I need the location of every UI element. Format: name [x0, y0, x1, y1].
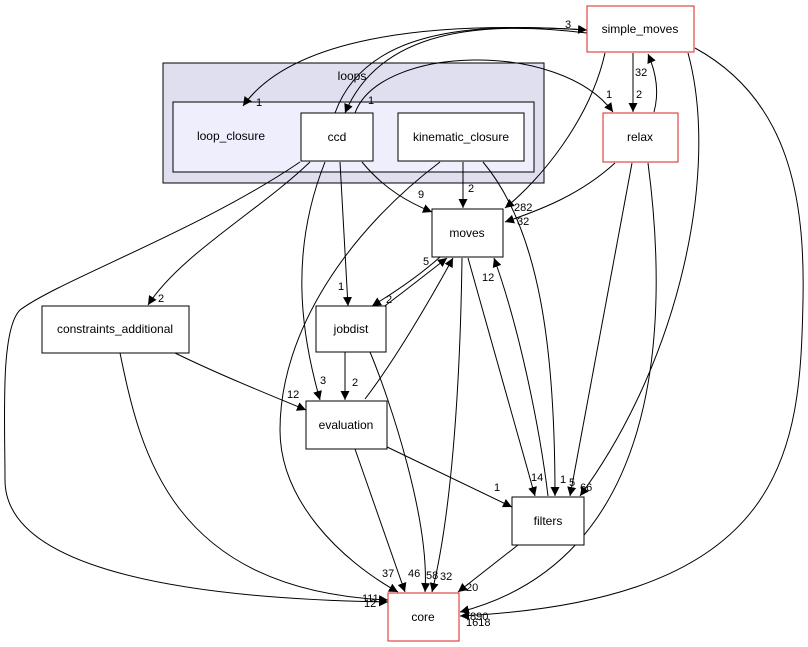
node-jobdist-label: jobdist — [333, 322, 369, 336]
edge-evaluation-moves — [364, 257, 454, 400]
edge-label: 14 — [531, 472, 543, 484]
node-core-label: core — [411, 610, 435, 624]
edge-label: 890 — [470, 611, 488, 623]
node-ccd[interactable]: ccd — [300, 112, 374, 162]
node-relax[interactable]: relax — [602, 112, 679, 163]
edge-moves-jobdist — [371, 256, 441, 307]
edge-kinematic-closure-core — [279, 161, 441, 593]
edge-label: 20 — [466, 582, 478, 594]
edge-label: 3 — [565, 19, 571, 31]
node-core[interactable]: core — [387, 592, 460, 642]
edge-label: 1 — [338, 281, 344, 293]
node-loop-closure[interactable]: loop_closure — [197, 129, 265, 143]
node-ccd-label: ccd — [328, 130, 347, 144]
edge-simple-moves-loop-closure — [242, 27, 588, 107]
edge-label: 1 — [560, 474, 566, 486]
edge-label: 2 — [636, 89, 642, 101]
node-constraints-additional-label: constraints_additional — [57, 322, 173, 336]
edge-kinematic-closure-filters — [482, 161, 560, 497]
node-moves[interactable]: moves — [431, 208, 504, 258]
edge-label: 66 — [580, 482, 592, 494]
node-evaluation-label: evaluation — [319, 418, 374, 432]
edge-label: 1 — [368, 95, 374, 107]
edge-label: 5 — [569, 477, 575, 489]
node-relax-label: relax — [627, 130, 653, 144]
edge-ccd-jobdist — [339, 161, 352, 307]
edge-label: 46 — [408, 568, 420, 580]
edge-label: 37 — [382, 568, 394, 580]
node-filters-label: filters — [534, 514, 563, 528]
cluster-loops-label: loops — [338, 69, 367, 83]
node-simple-moves-label: simple_moves — [602, 22, 679, 36]
edge-jobdist-core — [369, 351, 431, 593]
edge-filters-moves — [492, 257, 549, 497]
edge-moves-core — [429, 257, 463, 593]
edge-relax-simple-moves — [647, 53, 658, 113]
edge-label: 282 — [514, 202, 532, 214]
edge-ccd-core — [3, 161, 389, 607]
edge-evaluation-core — [354, 448, 407, 593]
edge-label: 3 — [320, 375, 326, 387]
edge-label: 2 — [352, 377, 358, 389]
edge-label: 32 — [635, 67, 647, 79]
node-constraints-additional[interactable]: constraints_additional — [41, 305, 190, 354]
edges — [3, 24, 804, 621]
edge-label: 1 — [494, 482, 500, 494]
node-evaluation[interactable]: evaluation — [305, 400, 388, 450]
edge-label: 1 — [256, 97, 262, 109]
edge-labels: 3 1 1 1 2 32 2 9 282 32 2 1 5 2 12 2 3 1… — [158, 19, 647, 629]
edge-label: 2 — [468, 183, 474, 195]
edge-label: 2 — [158, 293, 164, 305]
node-kinematic-closure-label: kinematic_closure — [413, 130, 509, 144]
edge-ccd-constraints — [147, 161, 311, 306]
node-moves-label: moves — [449, 226, 484, 240]
edge-ccd-moves — [361, 161, 433, 213]
edge-filters-core — [457, 544, 519, 593]
edge-label: 1 — [606, 89, 612, 101]
edge-relax-core — [459, 162, 657, 615]
node-simple-moves[interactable]: simple_moves — [586, 5, 695, 53]
edge-label: 111 — [362, 593, 379, 605]
node-kinematic-closure[interactable]: kinematic_closure — [397, 112, 525, 162]
edge-label: 32 — [440, 571, 452, 583]
edge-label: 58 — [426, 570, 438, 582]
edge-moves-filters — [467, 257, 537, 497]
edge-evaluation-filters — [384, 445, 513, 508]
edge-simple-moves-moves — [504, 52, 606, 209]
edge-loops-relax — [354, 59, 614, 114]
edge-label: 12 — [482, 272, 494, 284]
edge-simple-moves-core — [459, 47, 804, 621]
edge-label: 1618 — [466, 617, 490, 629]
node-jobdist[interactable]: jobdist — [315, 305, 387, 353]
edge-constraints-evaluation — [174, 352, 307, 411]
edge-label: 5 — [423, 256, 429, 268]
edge-label: 12 — [287, 389, 299, 401]
edge-simple-moves-filters — [579, 52, 700, 497]
edge-relax-filters — [567, 162, 633, 497]
node-filters[interactable]: filters — [511, 496, 585, 546]
edge-label: 12 — [364, 598, 376, 610]
edge-constraints-core — [119, 352, 389, 605]
edge-ccd-evaluation — [301, 161, 326, 401]
edge-simple-moves-ccd — [344, 27, 588, 114]
edge-label: 9 — [418, 189, 424, 201]
edge-label: 2 — [386, 294, 392, 306]
node-loop-closure-label: loop_closure — [197, 129, 265, 143]
edge-label: 32 — [517, 216, 529, 228]
